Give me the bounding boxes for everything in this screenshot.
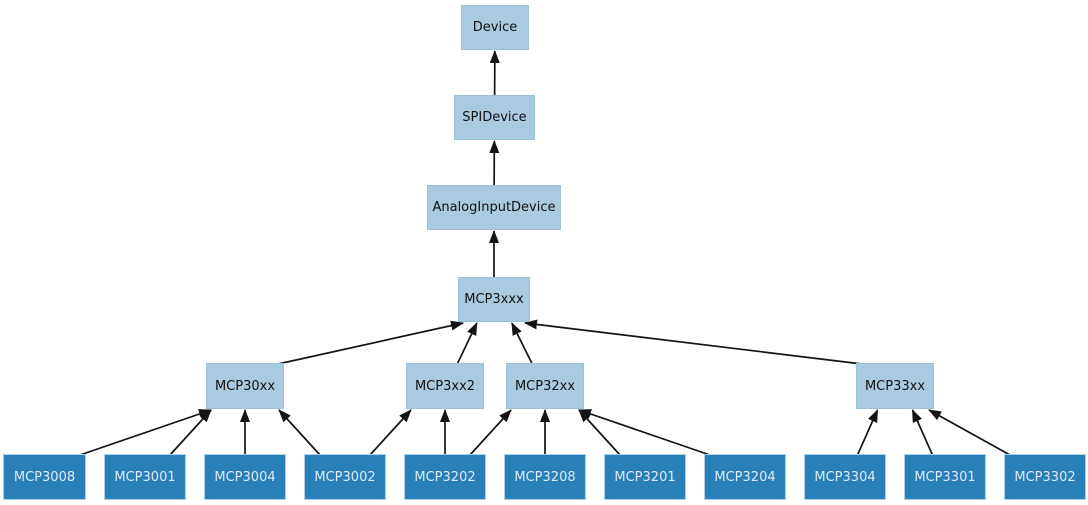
inheritance-edge-mcp3301-to-mcp33xx xyxy=(911,409,934,456)
inheritance-edge-mcp3002-to-mcp3xx2 xyxy=(369,409,412,456)
inheritance-edge-mcp3xx2-to-mcp3xxx xyxy=(456,322,478,365)
class-node-mcp3xxx[interactable]: MCP3xxx xyxy=(458,277,530,322)
class-node-mcp3001[interactable]: MCP3001 xyxy=(104,454,186,500)
inheritance-edge-mcp3002-to-mcp30xx xyxy=(278,409,321,456)
class-node-mcp3208[interactable]: MCP3208 xyxy=(504,454,586,500)
class-node-mcp3xx2[interactable]: MCP3xx2 xyxy=(406,363,484,409)
class-node-mcp3002[interactable]: MCP3002 xyxy=(304,454,386,500)
class-node-mcp30xx[interactable]: MCP30xx xyxy=(206,363,284,409)
inheritance-edge-mcp3304-to-mcp33xx xyxy=(856,409,879,456)
inheritance-edge-mcp3001-to-mcp30xx xyxy=(169,409,212,456)
class-node-mcp3004[interactable]: MCP3004 xyxy=(204,454,286,500)
inheritance-edge-mcp3302-to-mcp33xx xyxy=(928,409,1011,456)
class-node-mcp3202[interactable]: MCP3202 xyxy=(404,454,486,500)
inheritance-edge-mcp30xx-to-mcp3xxx xyxy=(277,320,464,365)
edge-group xyxy=(79,50,1011,456)
class-node-mcp3008[interactable]: MCP3008 xyxy=(3,454,86,500)
class-node-mcp32xx[interactable]: MCP32xx xyxy=(506,363,584,409)
class-node-mcp3204[interactable]: MCP3204 xyxy=(704,454,786,500)
inheritance-edge-mcp33xx-to-mcp3xxx xyxy=(524,319,863,365)
class-node-analoginputdevice[interactable]: AnalogInputDevice xyxy=(427,185,561,230)
class-node-mcp3302[interactable]: MCP3302 xyxy=(1004,454,1086,500)
class-node-spidevice[interactable]: SPIDevice xyxy=(454,95,535,140)
inheritance-edge-mcp3202-to-mcp32xx xyxy=(469,409,512,456)
inheritance-edge-mcp32xx-to-mcp3xxx xyxy=(511,322,534,365)
inheritance-edge-mcp3008-to-mcp30xx xyxy=(79,409,212,456)
class-node-mcp3301[interactable]: MCP3301 xyxy=(904,454,986,500)
class-node-mcp33xx[interactable]: MCP33xx xyxy=(856,363,934,409)
inheritance-edge-mcp3204-to-mcp32xx xyxy=(578,409,711,456)
class-node-mcp3304[interactable]: MCP3304 xyxy=(804,454,886,500)
class-node-device[interactable]: Device xyxy=(461,5,529,50)
class-node-mcp3201[interactable]: MCP3201 xyxy=(604,454,686,500)
